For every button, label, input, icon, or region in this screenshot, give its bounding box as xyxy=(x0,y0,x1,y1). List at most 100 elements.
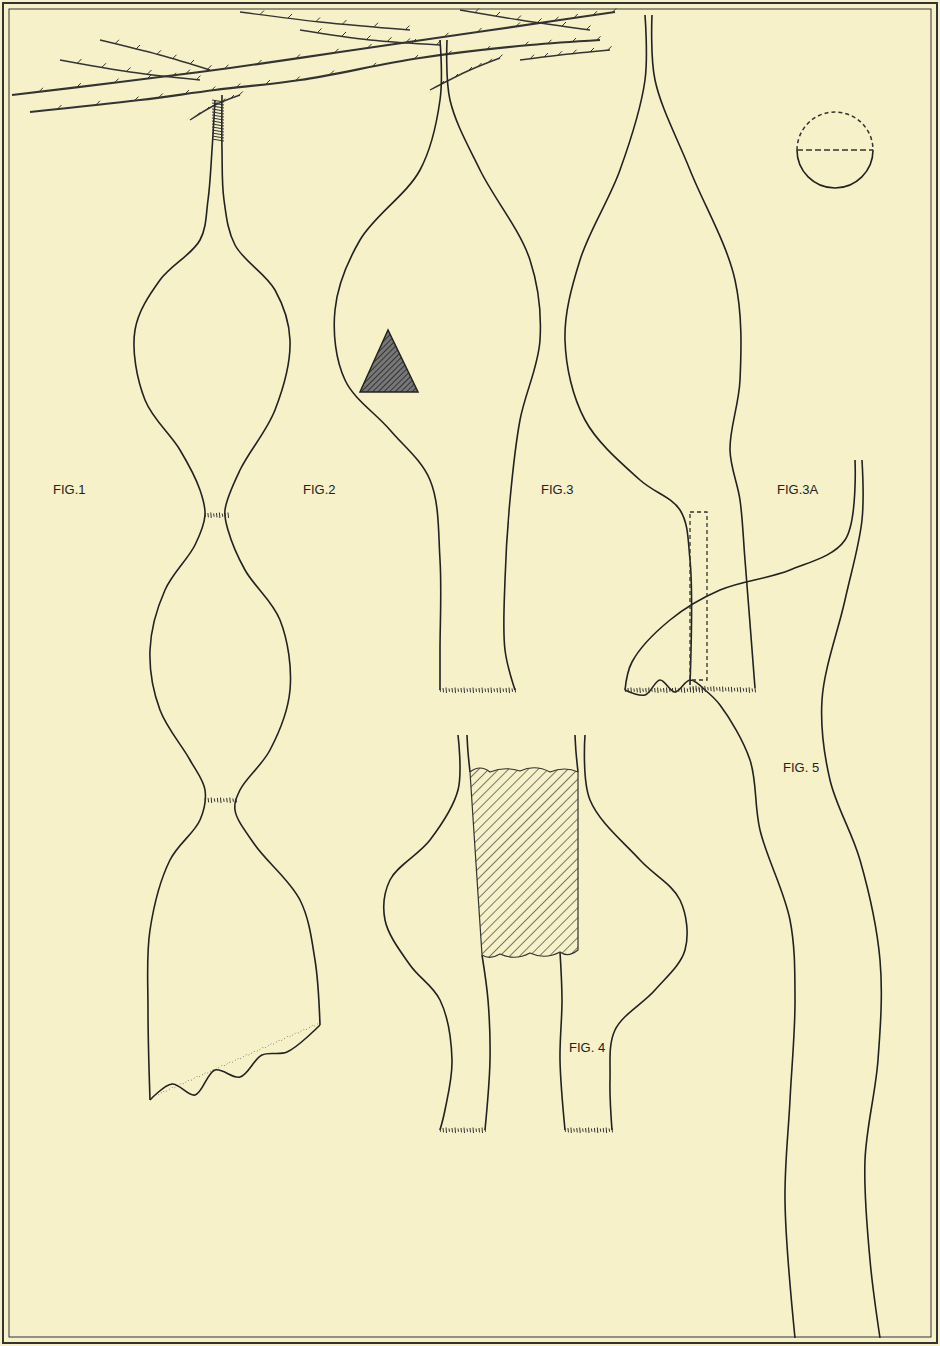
rim-fibre xyxy=(570,1128,572,1134)
thorn xyxy=(555,17,559,21)
rim-fibre xyxy=(491,688,493,694)
thorn xyxy=(185,90,189,94)
thorn xyxy=(96,101,100,105)
rim-fibre xyxy=(702,688,704,694)
rim-fibre xyxy=(509,688,511,694)
thorn xyxy=(608,46,612,50)
nest-outline xyxy=(150,1025,320,1100)
figure-label: FIG.3A xyxy=(776,482,819,497)
thorn xyxy=(593,11,597,15)
rim-fibre xyxy=(743,688,745,691)
rim-fibre xyxy=(497,688,499,692)
thorn xyxy=(445,33,449,37)
rim-fibre xyxy=(693,688,695,694)
rim-fibre xyxy=(443,1128,445,1132)
rim-fibre xyxy=(503,689,505,692)
twig xyxy=(12,12,615,95)
thorn xyxy=(102,63,106,67)
nest-outline xyxy=(705,690,795,1338)
rim-fibre xyxy=(576,1128,578,1132)
rim-fibre xyxy=(476,689,478,692)
rim-fibre xyxy=(314,1025,316,1026)
rim-fibre xyxy=(218,1067,220,1068)
rim-fibre xyxy=(169,1089,171,1090)
thorn xyxy=(496,12,500,16)
thorn xyxy=(478,28,482,32)
thorn xyxy=(230,95,234,99)
rim-fibre xyxy=(567,1128,569,1132)
thorn xyxy=(342,32,346,36)
rim-fibre xyxy=(311,1025,313,1027)
nest-outline xyxy=(560,952,565,1130)
nest-outline xyxy=(822,460,882,1338)
thorn xyxy=(406,38,410,42)
rim-fibre xyxy=(600,1129,602,1132)
twig xyxy=(30,40,600,112)
rope-wrap xyxy=(212,124,224,126)
rim-fibre xyxy=(278,1040,280,1042)
thorn xyxy=(412,39,416,43)
nest-outline xyxy=(652,15,755,688)
thorn xyxy=(197,76,201,80)
rim-fibre xyxy=(243,1056,245,1057)
rim-fibre xyxy=(707,687,709,690)
thorn xyxy=(414,55,418,59)
rim-fibre xyxy=(690,688,692,692)
rim-fibre xyxy=(699,688,701,692)
rim-fibre xyxy=(467,689,469,692)
thorn xyxy=(517,16,521,20)
rope-wrap xyxy=(212,109,224,111)
rim-fibre xyxy=(251,1052,253,1053)
rim-fibre xyxy=(217,798,219,802)
thorn xyxy=(173,55,177,59)
rim-fibre xyxy=(704,686,706,692)
dashed-tube xyxy=(690,512,707,680)
rope-wrap xyxy=(212,133,224,135)
inner-frame xyxy=(9,9,931,1337)
rim-fibre xyxy=(485,689,487,692)
rim-fibre xyxy=(207,513,209,517)
rim-fibre xyxy=(449,689,451,692)
rim-fibre xyxy=(722,687,724,693)
rope-wrap xyxy=(212,100,224,102)
rim-fibre xyxy=(687,689,689,692)
outer-frame xyxy=(3,3,937,1343)
rim-fibre xyxy=(303,1029,305,1031)
rim-fibre xyxy=(582,1129,584,1132)
thorn xyxy=(558,51,562,55)
thorn xyxy=(488,59,492,63)
rim-fibre xyxy=(725,688,727,691)
twig xyxy=(460,10,590,30)
thorn xyxy=(486,46,490,50)
rim-fibre xyxy=(210,513,212,519)
thorn xyxy=(236,84,240,88)
rim-fibre xyxy=(630,688,632,694)
rim-fibre xyxy=(188,1080,190,1082)
rim-fibre xyxy=(755,688,757,692)
rim-fibre xyxy=(171,1087,173,1089)
rim-fibre xyxy=(214,799,216,802)
rim-fibre xyxy=(458,689,460,692)
nest-outline xyxy=(134,100,215,1100)
thorn xyxy=(374,23,378,27)
thorn xyxy=(343,20,347,24)
rim-fibre xyxy=(488,688,490,692)
figure-label-text: FIG. 5 xyxy=(782,760,820,775)
thorn xyxy=(196,112,200,116)
nest-outline xyxy=(625,680,705,695)
rim-fibre xyxy=(225,513,227,517)
rim-fibre xyxy=(705,689,707,692)
rim-fibre xyxy=(746,688,748,692)
nest-outline xyxy=(222,95,320,1025)
rim-fibre xyxy=(235,1060,237,1061)
thorn xyxy=(172,73,176,77)
thorn xyxy=(544,53,548,57)
rim-fibre xyxy=(464,688,466,694)
thorn xyxy=(288,14,292,18)
rim-fibre xyxy=(229,798,231,804)
rim-fibre xyxy=(678,689,680,692)
thorn xyxy=(454,74,458,78)
rim-fibre xyxy=(642,689,644,692)
nest-outline xyxy=(565,15,691,685)
